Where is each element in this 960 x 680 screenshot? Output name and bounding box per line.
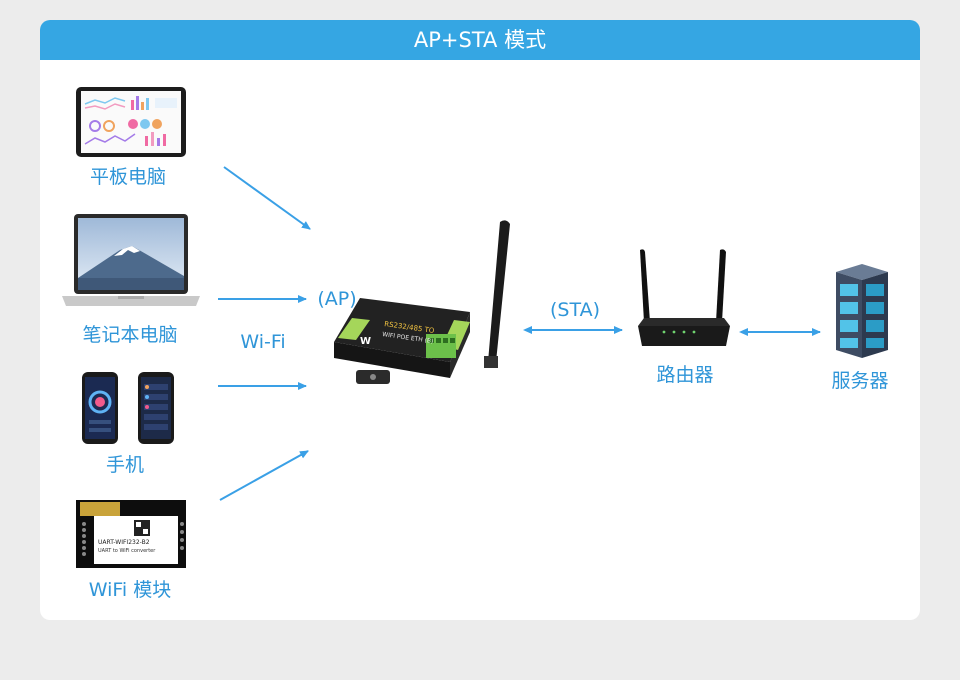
wifi-module-image: UART-WIFI232-B2 UART to WiFi converter bbox=[74, 498, 188, 574]
server-image bbox=[832, 262, 892, 364]
diagram-title: AP+STA 模式 bbox=[40, 20, 920, 60]
phone-label: 手机 bbox=[105, 454, 144, 476]
laptop-image bbox=[60, 212, 202, 316]
arrow-tablet-to-gateway bbox=[223, 166, 311, 230]
module-text-line2: UART to WiFi converter bbox=[98, 548, 156, 554]
tablet-image bbox=[75, 86, 187, 162]
router-label: 路由器 bbox=[656, 364, 714, 386]
ap-label: (AP) bbox=[317, 288, 357, 310]
connection-arrows bbox=[218, 166, 821, 501]
arrow-module-to-gateway bbox=[219, 450, 309, 501]
sta-label: (STA) bbox=[549, 299, 600, 321]
wifi-module-label: WiFi 模块 bbox=[88, 579, 172, 601]
router-image bbox=[634, 246, 734, 358]
svg-text:W: W bbox=[360, 336, 371, 347]
laptop-label: 笔记本电脑 bbox=[82, 324, 178, 346]
tablet-label: 平板电脑 bbox=[89, 166, 166, 188]
gateway-device-image: RS232/485 TO WIFI POE ETH (B) W bbox=[330, 216, 520, 394]
diagram-card: AP+STA 模式 平板电脑 bbox=[40, 20, 920, 620]
wifi-link-label: Wi-Fi bbox=[240, 331, 286, 353]
module-text-line1: UART-WIFI232-B2 bbox=[98, 539, 150, 546]
server-label: 服务器 bbox=[831, 370, 889, 392]
phone-image bbox=[80, 370, 180, 450]
